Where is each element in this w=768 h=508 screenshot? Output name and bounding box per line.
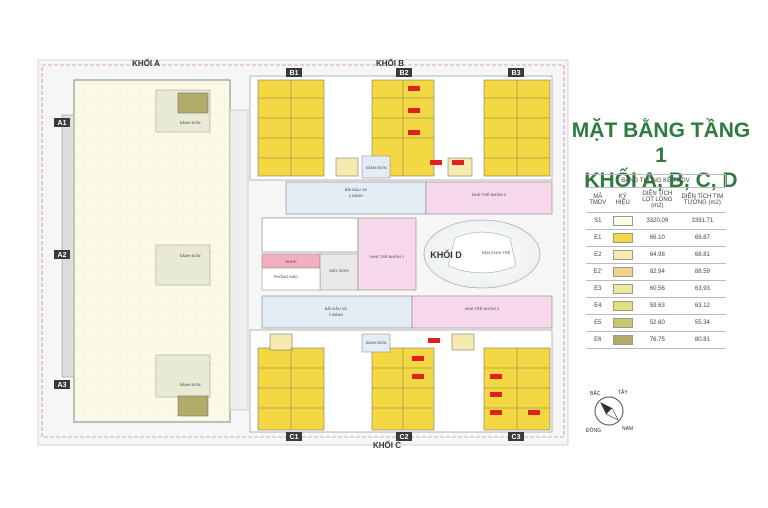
block-b: [249, 75, 553, 181]
stair-core: [261, 217, 359, 253]
legend-code: E4: [585, 297, 611, 315]
legend-area1: 64.98: [635, 246, 680, 264]
nursery-3: [411, 295, 553, 329]
nursery-2: [425, 181, 553, 215]
legend-area2: 88.59: [679, 263, 726, 281]
room-label-sanh-don-b: SẢNH ĐÓN: [365, 165, 386, 170]
room-label-sanh-don-a1: SẢNH ĐÓN: [179, 120, 200, 125]
mac-room: [261, 267, 321, 291]
legend-swatch: [612, 284, 633, 294]
legend-area1: 3320.09: [635, 212, 680, 230]
legend-swatch: [612, 250, 633, 260]
block-c: [249, 329, 553, 433]
legend-area1: 59.63: [635, 297, 680, 315]
room-label-mac: PHÒNG MÁC: [274, 274, 299, 279]
compass-south: NAM: [622, 426, 633, 432]
legend-code: E2: [585, 246, 611, 264]
legend-code: E2': [585, 263, 611, 281]
room-label-sanh-don-a2: SẢNH ĐÓN: [179, 253, 200, 258]
block-b-label: KHỐI B: [376, 58, 404, 68]
legend-area1: 52.60: [635, 314, 680, 332]
room-label-sanh-don-c: SẢNH ĐÓN: [365, 340, 386, 345]
parking-c: [261, 295, 413, 329]
playground-d: [447, 231, 517, 274]
compass-icon: BẮC TÂY ĐÔNG NAM: [586, 389, 633, 434]
legend-swatch: [612, 318, 633, 328]
nursery-1: [357, 217, 417, 291]
legend-col-code: MÃ TMDV: [585, 187, 611, 213]
legend-area1: 76.75: [635, 331, 680, 349]
legend-area2: 69.67: [679, 229, 726, 247]
legend-area2: 68.81: [679, 246, 726, 264]
legend-area2: 55.34: [679, 314, 726, 332]
legend-col-symbol: KÝ HIỆU: [610, 187, 636, 213]
room-label-parking-c: BÃI ĐẬU XE: [325, 306, 348, 311]
legend-area2: 3391.71: [679, 212, 726, 230]
legend-swatch: [612, 267, 633, 277]
tag-c1: C1: [290, 434, 299, 441]
block-d-label: KHỐI D: [430, 249, 462, 260]
red-unit-labels: [408, 86, 540, 415]
room-label-playground: SÂN CHƠI TRẺ: [482, 250, 511, 255]
room-label-parking-b: BÃI ĐẬU XE: [345, 187, 368, 192]
plan-title-line-1: MẶT BẰNG TẦNG 1: [571, 119, 751, 167]
legend-area2: 63.93: [679, 280, 726, 298]
legend-code: E1: [585, 229, 611, 247]
compass-north: BẮC: [590, 389, 601, 397]
room-label-nursery-3: NHÀ TRẺ NHÓM 3: [465, 306, 500, 311]
legend-area1: 82.94: [635, 263, 680, 281]
legend-area2: 80.81: [679, 331, 726, 349]
block-a: [61, 79, 249, 423]
room-label-pump: MÁY BƠM: [329, 268, 348, 273]
legend-area2: 63.12: [679, 297, 726, 315]
site-boundary-line: [41, 64, 565, 438]
legend-swatch: [612, 301, 633, 311]
tag-b1: B1: [290, 70, 299, 77]
compass-east: ĐÔNG: [586, 427, 601, 434]
room-label-sanh-don-a3: SẢNH ĐÓN: [179, 382, 200, 387]
legend-code: E6: [585, 331, 611, 349]
legend-area1: 66.10: [635, 229, 680, 247]
legend-col-area2: DIỆN TÍCH TIM TƯỜNG (m2): [679, 187, 726, 213]
legend-code: S1: [585, 212, 611, 230]
room-label-shop: SHOP: [285, 259, 297, 264]
parking-b: [285, 181, 427, 215]
legend-swatch: [612, 233, 633, 243]
tag-a2: A2: [58, 252, 67, 259]
block-a-label: KHỐI A: [132, 58, 160, 68]
legend-title: BẢNG THỐNG KÊ TMDV: [585, 174, 726, 188]
legend-swatch: [612, 216, 633, 226]
legend-area1: 60.56: [635, 280, 680, 298]
room-label-nursery-1: NHÀ TRẺ NHÓM 1: [370, 254, 405, 259]
tag-a3: A3: [58, 382, 67, 389]
tag-c3: C3: [512, 434, 521, 441]
legend-code: E5: [585, 314, 611, 332]
legend-code: E3: [585, 280, 611, 298]
legend-swatch: [612, 335, 633, 345]
room-label-parking-b-sub: 2 BÁNH: [349, 193, 364, 198]
compass-west: TÂY: [618, 389, 628, 396]
tag-b3: B3: [512, 70, 521, 77]
tag-b2: B2: [400, 70, 409, 77]
legend-col-area1: DIỆN TÍCH LỌT LÒNG (m2): [635, 187, 680, 213]
legend-table: BẢNG THỐNG KÊ TMDV MÃ TMDV KÝ HIỆU DIỆN …: [585, 174, 726, 349]
tag-a1: A1: [58, 120, 67, 127]
room-label-nursery-2: NHÀ TRẺ NHÓM 2: [472, 192, 507, 197]
tag-c2: C2: [400, 434, 409, 441]
block-c-label: KHỐI C: [373, 440, 401, 450]
room-label-parking-c-sub: 2 BÁNH: [329, 312, 344, 317]
